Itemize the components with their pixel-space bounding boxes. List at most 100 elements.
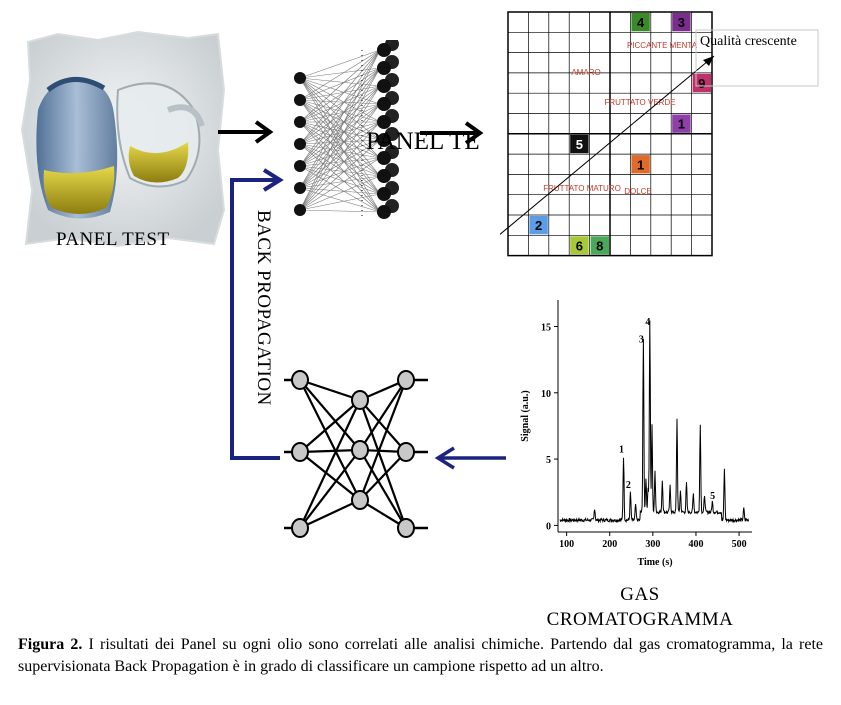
peak-annotation: 2	[626, 480, 631, 491]
sample-box	[529, 216, 548, 235]
network-connection	[299, 499, 361, 529]
network-connection	[299, 139, 381, 211]
region-fruttato-maturo: FRUTTATO MATURO	[543, 184, 621, 193]
sample-marker: 3	[672, 13, 691, 32]
network-connection	[299, 121, 381, 211]
network-connection	[299, 103, 381, 211]
output-neuron	[377, 43, 391, 57]
x-tick-label: 100	[559, 539, 574, 550]
sample-box	[672, 13, 691, 32]
sample-label: 8	[596, 238, 603, 253]
x-tick-label: 200	[602, 539, 617, 550]
olive-oil-jugs-photo	[20, 30, 226, 248]
neuron-node	[397, 442, 415, 462]
sample-marker: 5	[570, 134, 589, 154]
sample-label: 6	[576, 238, 583, 253]
network-connection	[299, 67, 381, 145]
sample-marker: 9	[692, 73, 711, 93]
region-piccante: PICCANTE MENTA	[627, 41, 698, 50]
neuron-node	[291, 518, 309, 538]
network-connection	[299, 85, 381, 189]
network-connection	[299, 103, 381, 189]
network-connection	[299, 49, 381, 123]
peak-annotation: 4	[645, 317, 650, 328]
neuron-node	[291, 370, 309, 390]
sample-marker: 2	[529, 216, 548, 235]
network-connection	[299, 49, 381, 211]
input-neuron	[294, 94, 306, 106]
network-connection	[299, 103, 381, 167]
y-tick-label: 0	[546, 521, 551, 532]
output-neuron	[377, 187, 391, 201]
input-neuron	[294, 138, 306, 150]
network-connection	[299, 49, 381, 145]
output-neuron	[377, 61, 391, 75]
top-neural-network	[294, 40, 399, 220]
y-tick-label: 10	[541, 389, 551, 400]
sample-box	[590, 236, 609, 255]
output-neuron	[377, 133, 391, 147]
back-propagation-label: BACK PROPAGATION	[253, 210, 274, 406]
network-connection	[299, 139, 381, 189]
network-connection	[299, 99, 381, 213]
gas-label-line2: CROMATOGRAMMA	[546, 609, 734, 630]
network-connection	[299, 451, 361, 501]
network-connection	[359, 399, 407, 453]
network-connection	[358, 399, 408, 529]
network-connection	[299, 379, 361, 451]
peak-annotation: 3	[639, 334, 644, 345]
network-connection	[299, 139, 381, 145]
network-connection	[359, 379, 407, 451]
network-connection	[299, 193, 381, 211]
x-tick-label: 500	[732, 539, 747, 550]
x-axis-label: Time (s)	[637, 557, 672, 568]
network-connection	[359, 449, 407, 529]
sample-label: 2	[535, 218, 542, 233]
arrow-chromatogram-to-network	[434, 446, 506, 470]
sample-box	[570, 236, 589, 255]
network-connection	[299, 67, 381, 211]
network-connection	[299, 77, 381, 213]
arrow-network-to-map	[420, 121, 484, 145]
network-connection	[299, 49, 381, 79]
network-connection	[299, 85, 381, 167]
sample-marker: 1	[672, 114, 691, 133]
sample-label: 4	[637, 15, 645, 30]
network-connection	[358, 379, 408, 501]
network-connection	[299, 209, 381, 213]
network-connection	[299, 85, 381, 145]
quality-arrow-head	[703, 56, 714, 66]
network-connection	[299, 448, 361, 454]
output-neuron	[377, 205, 391, 219]
region-amaro: AMARO	[571, 68, 600, 77]
arrow-photo-to-network	[218, 120, 274, 144]
panel-te-label: PANEL TE	[366, 128, 480, 155]
sample-box	[672, 114, 691, 133]
y-axis-label: Signal (a.u.)	[520, 390, 531, 441]
quality-diagonal-line	[500, 55, 715, 235]
input-neuron	[294, 204, 306, 216]
sample-marker: 4	[631, 13, 650, 32]
region-fruttato-verde: FRUTTATO VERDE	[604, 98, 675, 107]
sample-box	[692, 73, 711, 93]
network-connection	[299, 67, 381, 189]
output-neuron	[377, 79, 391, 93]
neuron-node	[397, 370, 415, 390]
sensory-map: AMARO PICCANTE MENTA FRUTTATO VERDE FRUT…	[500, 11, 819, 257]
caption-text: I risultati dei Panel su ogni olio sono …	[18, 636, 824, 675]
network-connection	[299, 378, 361, 402]
network-connection	[299, 103, 381, 145]
network-connection	[299, 121, 381, 145]
figure-caption: Figura 2. I risultati dei Panel su ogni …	[18, 634, 823, 678]
sample-box	[631, 13, 650, 32]
region-dolce: DOLCE	[624, 187, 652, 196]
input-neuron	[294, 182, 306, 194]
output-neuron	[377, 115, 391, 129]
region-piccante-menta: PICCANTE MENTA	[627, 41, 698, 50]
y-tick-label: 5	[546, 455, 551, 466]
output-neuron	[377, 151, 391, 165]
network-connection	[299, 49, 381, 167]
peak-annotation: 1	[619, 444, 624, 455]
peak-annotation: 5	[710, 491, 715, 502]
